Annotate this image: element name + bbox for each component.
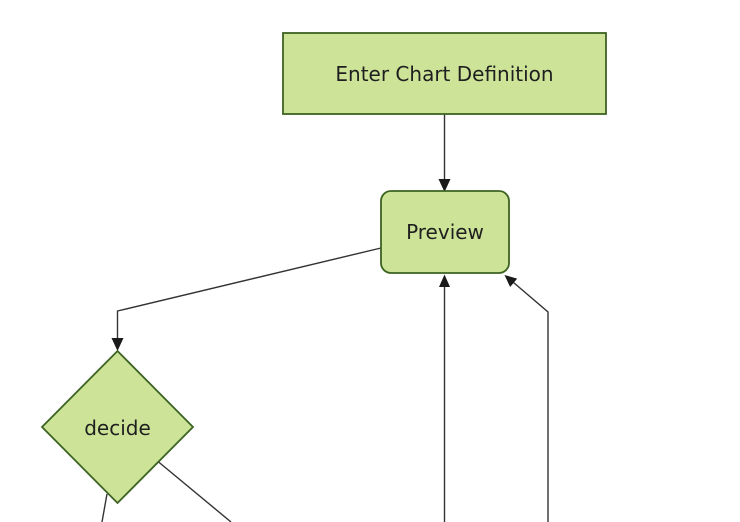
edge-enter-to-preview-arrowhead-icon: [438, 179, 451, 192]
node-preview-label: Preview: [406, 220, 484, 244]
edge-offscreen-to-preview-corner: [504, 275, 549, 522]
node-preview-shape: [380, 190, 510, 274]
node-decide-label: decide: [84, 416, 151, 440]
edge-offscreen-to-preview-corner-line: [513, 281, 549, 522]
edge-decide-to-offscreen-left: [101, 493, 108, 522]
edge-preview-to-decide: [111, 247, 382, 351]
edge-decide-to-offscreen-bottom: [157, 460, 232, 522]
node-enter-chart-definition-shape: [282, 32, 607, 115]
node-enter-chart-definition-label: Enter Chart Definition: [335, 62, 553, 86]
node-decide: decide: [40, 349, 195, 505]
edge-decide-to-offscreen-left-line: [101, 493, 108, 522]
edge-preview-to-decide-arrowhead-icon: [111, 338, 124, 351]
edge-preview-to-decide-line: [116, 247, 382, 339]
node-preview: Preview: [380, 190, 510, 274]
edge-decide-to-offscreen-bottom-line: [157, 460, 232, 522]
node-enter-chart-definition: Enter Chart Definition: [282, 32, 607, 115]
edge-enter-to-preview: [438, 114, 451, 192]
edge-offscreen-to-preview-corner-arrowhead-icon: [504, 275, 518, 287]
node-decide-shape: [40, 349, 195, 505]
edge-offscreen-to-preview-center-arrowhead-icon: [439, 274, 450, 287]
edge-offscreen-to-preview-center: [439, 274, 450, 522]
